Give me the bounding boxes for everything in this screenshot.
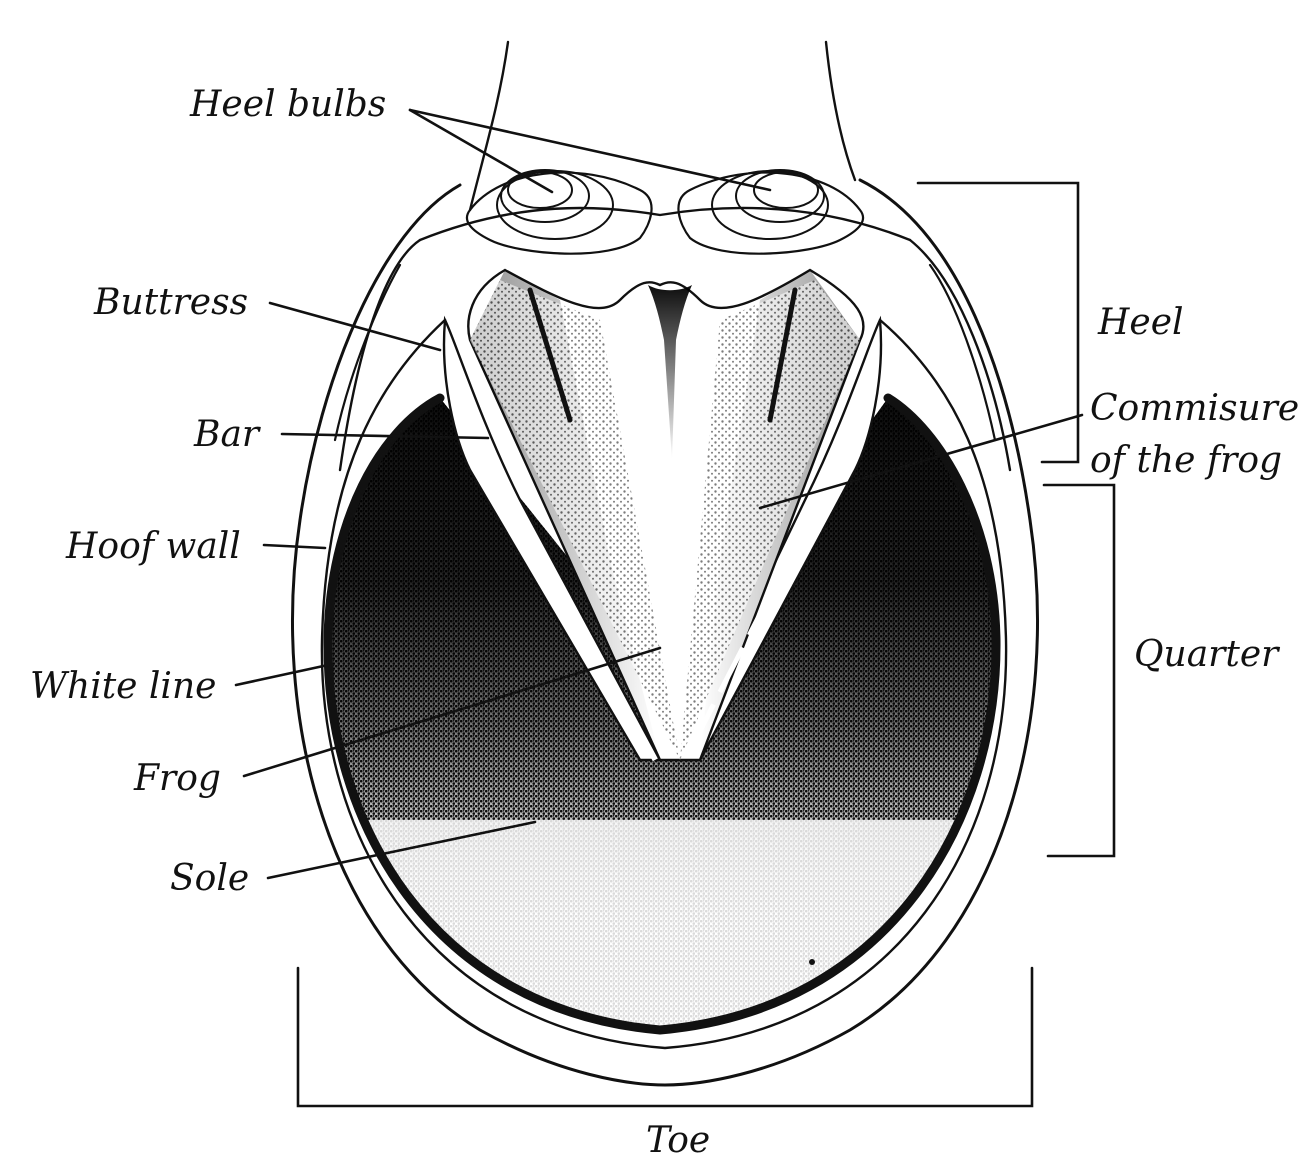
heel-ridge-left <box>335 265 400 440</box>
label-bar: Bar <box>193 414 261 455</box>
label-toe: Toe <box>646 1120 710 1161</box>
leader-white-line <box>236 665 328 685</box>
bracket-heel <box>918 183 1078 462</box>
leader-heel-bulbs-left <box>410 110 552 192</box>
label-heel-bulbs: Heel bulbs <box>189 84 386 125</box>
heel-band <box>420 208 910 240</box>
sole-speck <box>809 959 815 965</box>
label-quarter: Quarter <box>1134 634 1280 675</box>
heel-bulb-right <box>678 170 863 254</box>
label-buttress: Buttress <box>93 282 248 323</box>
leader-hoof-wall <box>264 545 325 548</box>
label-commisure-line1: Commisure <box>1090 388 1299 429</box>
label-frog: Frog <box>133 758 221 799</box>
heel-bulb-left <box>467 170 652 254</box>
label-white-line: White line <box>30 666 216 707</box>
label-sole: Sole <box>170 858 249 899</box>
pastern-right-line <box>826 42 855 180</box>
label-heel: Heel <box>1097 302 1184 343</box>
bracket-quarter <box>1044 485 1114 856</box>
label-commisure-line2: of the frog <box>1090 440 1282 481</box>
leader-buttress <box>270 303 440 350</box>
label-hoof-wall: Hoof wall <box>65 526 241 567</box>
